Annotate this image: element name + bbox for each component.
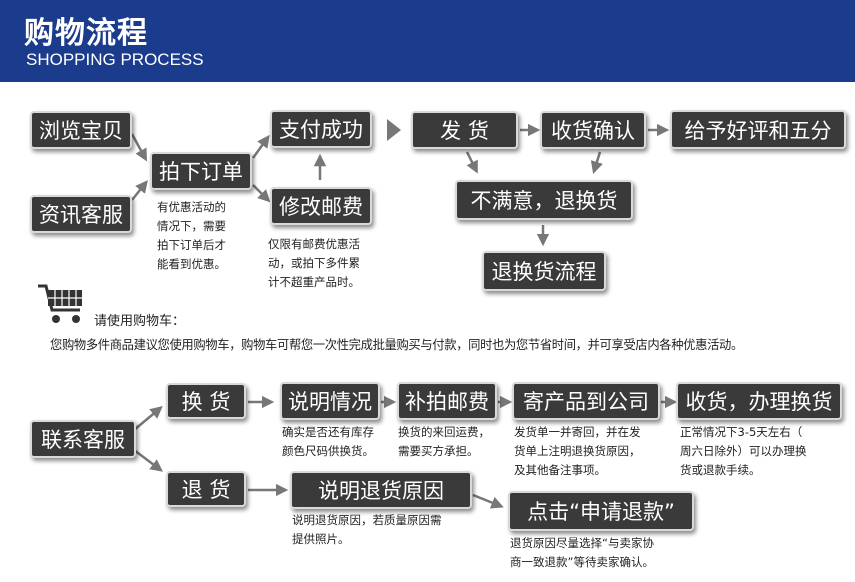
note-refund-reason-line: 说明退货原因，若质量原因需 [292, 513, 442, 527]
box-explain: 说明情况 [280, 382, 380, 420]
box-receive-exchange: 收货，办理换货 [676, 382, 842, 420]
arrow-browse-order [130, 133, 147, 162]
arrow-contact-exchange [133, 405, 163, 431]
note-repay-line: 换货的来回运费， [398, 425, 490, 439]
note-apply-line: 商一致退款”等待卖家确认。 [510, 555, 654, 569]
header-banner: 购物流程 SHOPPING PROCESS [0, 0, 855, 82]
note-postage-line: 动，或拍下多件累 [268, 256, 360, 270]
note-repay: 换货的来回运费， 需要买方承担。 [398, 423, 490, 461]
note-postage-line: 计不超重产品时。 [268, 275, 360, 289]
note-explain: 确实是否还有库存 颜色尺码供换货。 [282, 423, 374, 461]
box-repay-postage: 补拍邮费 [397, 382, 497, 420]
note-receive-line: 货或退款手续。 [680, 463, 761, 477]
note-apply: 退货原因尽量选择“与卖家协 商一致退款”等待卖家确认。 [510, 534, 654, 572]
note-order-line: 情况下，需要 [157, 219, 226, 233]
box-apply-refund: 点击“申请退款” [508, 491, 694, 531]
arrow-order-edit [252, 184, 271, 203]
arrow-ship-unsat [465, 151, 478, 174]
shopping-cart-icon [38, 284, 82, 323]
note-order: 有优惠活动的 情况下，需要 拍下订单后才 能看到优惠。 [157, 198, 226, 274]
arrow-order-pay [251, 134, 270, 159]
box-explain-refund: 说明退货原因 [290, 471, 472, 509]
note-refund-reason-line: 提供照片。 [292, 532, 350, 546]
page-subtitle: SHOPPING PROCESS [26, 50, 204, 69]
note-send: 发货单一并寄回，并在发 货单上注明退换货原因， 及其他备注事项。 [514, 423, 641, 480]
cart-label: 请使用购物车： [94, 314, 186, 329]
note-repay-line: 需要买方承担。 [398, 444, 479, 458]
box-rate: 给予好评和五分 [670, 110, 846, 149]
box-return-process: 退换货流程 [482, 251, 606, 291]
box-ship: 发 货 [411, 111, 518, 149]
note-order-line: 有优惠活动的 [157, 200, 226, 214]
box-exchange: 换 货 [166, 383, 246, 419]
arrow-explain-apply [472, 493, 504, 509]
note-postage: 仅限有邮费优惠活 动，或拍下多件累 计不超重产品时。 [268, 235, 360, 292]
page-title: 购物流程 [24, 16, 148, 51]
note-receive-line: 正常情况下3-5天左右（ [680, 425, 803, 439]
note-send-line: 发货单一并寄回，并在发 [514, 425, 641, 439]
cart-text: 您购物多件商品建议您使用购物车，购物车可帮您一次性完成批量购买与付款，同时也为您… [50, 338, 743, 352]
note-order-line: 能看到优惠。 [157, 257, 226, 271]
arrow-confirm-unsat [590, 151, 603, 174]
box-confirm-receipt: 收货确认 [540, 111, 646, 149]
box-consult: 资讯客服 [30, 195, 132, 233]
arrow-consult-order [131, 180, 148, 201]
note-order-line: 拍下订单后才 [157, 238, 226, 252]
note-send-line: 及其他备注事项。 [514, 463, 606, 477]
box-edit-postage: 修改邮费 [270, 187, 372, 225]
box-place-order: 拍下订单 [150, 152, 252, 190]
box-pay-success: 支付成功 [270, 110, 372, 148]
box-contact-service: 联系客服 [30, 420, 136, 458]
box-browse: 浏览宝贝 [30, 111, 132, 149]
arrow-pay-ship [387, 119, 401, 141]
note-apply-line: 退货原因尽量选择“与卖家协 [510, 536, 654, 550]
note-receive: 正常情况下3-5天左右（ 周六日除外）可以办理换 货或退款手续。 [680, 423, 807, 480]
note-explain-line: 颜色尺码供换货。 [282, 444, 374, 458]
box-send-to-company: 寄产品到公司 [512, 382, 660, 420]
box-refund: 退 货 [166, 471, 246, 507]
note-explain-line: 确实是否还有库存 [282, 425, 374, 439]
note-receive-line: 周六日除外）可以办理换 [680, 444, 807, 458]
note-send-line: 货单上注明退换货原因， [514, 444, 641, 458]
box-unsatisfied: 不满意，退换货 [455, 180, 633, 220]
note-postage-line: 仅限有邮费优惠活 [268, 237, 360, 251]
note-refund-reason: 说明退货原因，若质量原因需 提供照片。 [292, 511, 442, 549]
arrow-contact-refund [133, 449, 163, 472]
